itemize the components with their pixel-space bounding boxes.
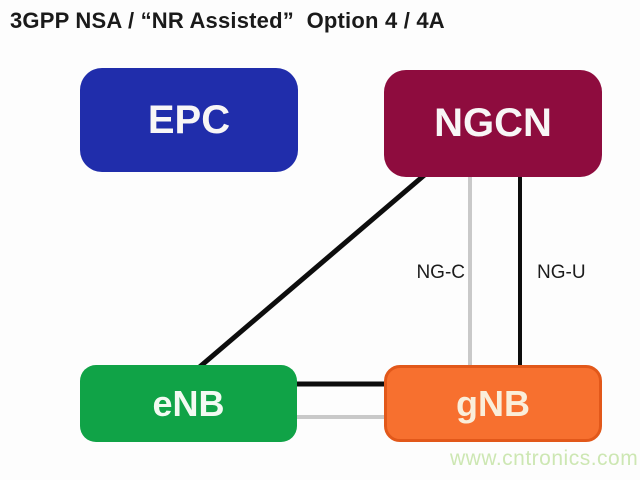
node-ngcn: NGCN xyxy=(384,70,602,177)
interface-label-ng-u: NG-U xyxy=(537,262,586,283)
node-gnb: gNB xyxy=(384,365,602,442)
node-epc: EPC xyxy=(80,68,298,172)
node-gnb-label: gNB xyxy=(456,382,530,424)
node-enb: eNB xyxy=(80,365,297,442)
edge-ngcn-enb xyxy=(194,170,430,372)
node-enb-label: eNB xyxy=(152,382,225,424)
node-ngcn-label: NGCN xyxy=(434,101,552,145)
diagram-title: 3GPP NSA / “NR Assisted” Option 4 / 4A xyxy=(10,8,445,33)
node-epc-label: EPC xyxy=(147,97,231,142)
interface-label-ng-c: NG-C xyxy=(416,262,465,283)
watermark-text: www.cntronics.com xyxy=(450,447,639,470)
